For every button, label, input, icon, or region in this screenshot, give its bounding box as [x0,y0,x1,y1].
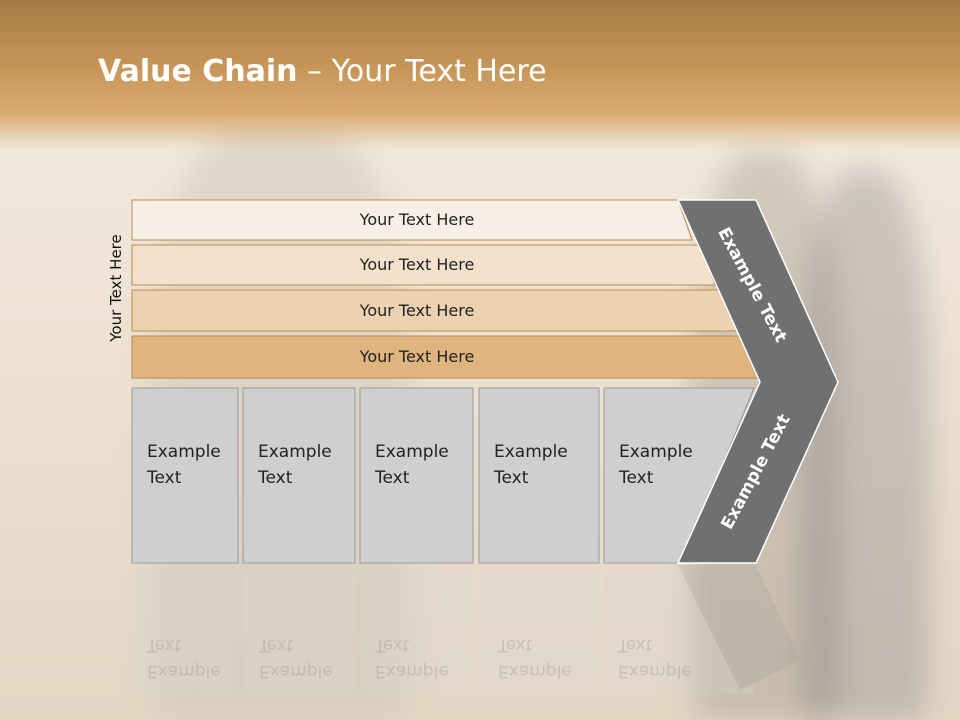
activity-box-3 [359,387,474,564]
value-row-label: Your Text Here [359,210,475,229]
activity-box-line2: Text [147,468,182,488]
activity-box-line1: Example [494,442,568,462]
reflection [132,565,800,695]
activity-box-4 [478,387,600,564]
bg-figure-man-2 [800,170,930,720]
activity-box-line1: Example [375,442,449,462]
activity-box-line2: Text [375,468,410,488]
activity-box-line2: Text [619,468,654,488]
value-row-1 [131,199,693,241]
value-row-label: Your Text Here [359,347,475,366]
activity-box-line1: Example [147,442,221,462]
activity-box-line1: Example [258,442,332,462]
title-bold: Value Chain [98,54,298,89]
value-row-label: Your Text Here [359,300,475,320]
title-rest: – Your Text Here [297,54,547,89]
value-row-2 [131,244,716,286]
activity-box-1 [131,387,239,564]
slide-title: Value Chain – Your Text Here [98,54,547,89]
title-bar [0,0,960,150]
chevron-arrow [676,199,839,564]
activity-box-2 [242,387,356,564]
value-row-label: Your Text Here [359,255,475,274]
activity-box-line1: Example [619,442,693,462]
activity-box-line2: Text [258,468,293,488]
activity-box-line2: Text [494,468,529,488]
